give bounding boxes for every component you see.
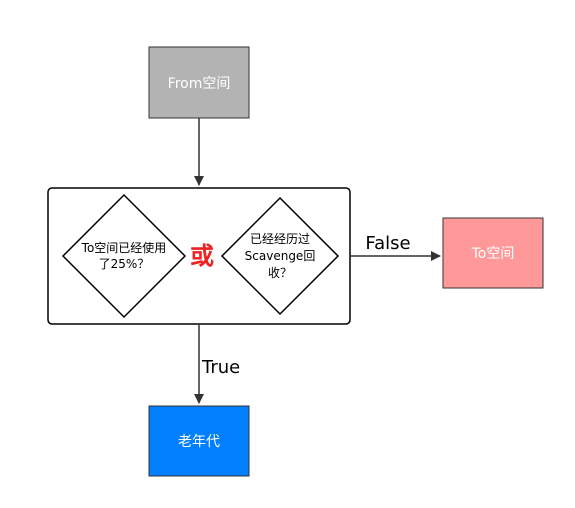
old-gen-box — [148, 405, 250, 477]
from-space-box — [148, 46, 250, 119]
to-space-label: To空间 — [471, 246, 515, 262]
false-label: False — [365, 233, 410, 254]
old-gen-node: 老年代 — [148, 405, 250, 477]
true-label: True — [201, 357, 240, 378]
old-gen-label: 老年代 — [178, 434, 220, 450]
condition-right-line3: 收？ — [268, 266, 292, 280]
condition-right-line2: Scavenge回 — [245, 249, 316, 263]
or-label: 或 — [190, 242, 214, 270]
condition-container: To空间已经使用 了25%？ 或 已经经历过 Scavenge回 收？ — [47, 187, 351, 325]
from-space-node: From空间 — [148, 46, 250, 119]
to-space-node: To空间 — [442, 217, 544, 289]
condition-diamond-left — [61, 193, 187, 319]
to-space-box — [442, 217, 544, 289]
condition-left-line1: To空间已经使用 — [81, 240, 167, 255]
from-space-label: From空间 — [168, 76, 231, 92]
condition-left-line2: 了25%？ — [99, 257, 150, 271]
condition-diamond-right — [220, 196, 340, 316]
condition-right-line1: 已经经历过 — [250, 232, 310, 246]
